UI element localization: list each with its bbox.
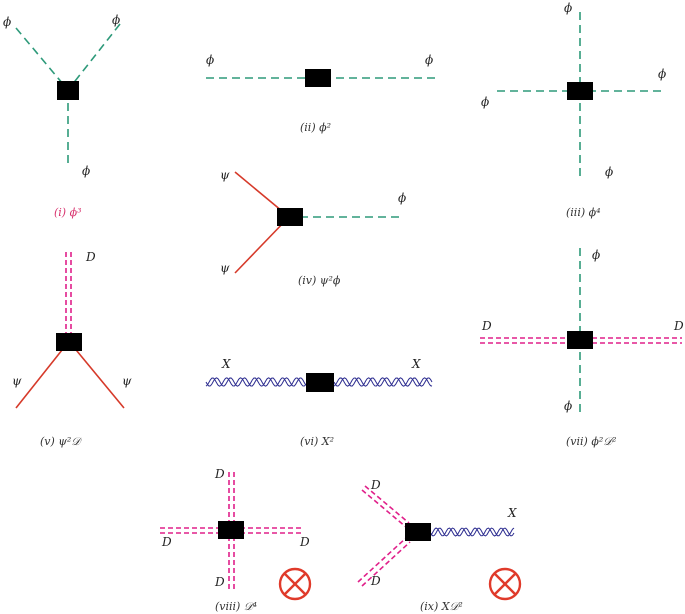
- diagram-iv: ψ ψ ϕ (iv) ψ²ϕ: [220, 168, 406, 287]
- diagram-ix: D D X (ix) X𝒟²: [357, 478, 522, 613]
- forbidden-cross-icon: [278, 567, 312, 601]
- diagram-vii: ϕ D D ϕ (vii) ϕ²𝒟²: [480, 248, 684, 448]
- field-label: ψ: [220, 261, 230, 275]
- wavy-gauge-line: [205, 377, 307, 387]
- double-dashed-line: [65, 252, 72, 333]
- field-label: D: [85, 250, 96, 264]
- field-label: ϕ: [658, 67, 666, 81]
- diagram-caption: (viii) 𝒟⁴: [215, 600, 257, 613]
- field-label: D: [214, 575, 225, 589]
- field-label: D: [161, 535, 172, 549]
- field-label: ϕ: [592, 248, 600, 262]
- diagram-caption: (vi) X²: [300, 435, 334, 448]
- field-label: ϕ: [82, 164, 90, 178]
- diagram-caption: (i) ϕ³: [54, 206, 82, 219]
- forbidden-circle: [278, 567, 312, 601]
- diagram-caption: (iii) ϕ⁴: [566, 206, 601, 219]
- field-label: ϕ: [3, 15, 11, 29]
- field-label: X: [221, 357, 231, 371]
- fermion-line: [15, 344, 125, 409]
- field-label: ϕ: [206, 53, 214, 67]
- field-label: D: [214, 467, 225, 481]
- field-label: ψ: [12, 374, 22, 388]
- diagram-caption: (v) ψ²𝒟: [40, 435, 82, 448]
- diagram-i: ϕ ϕ ϕ (i) ϕ³: [3, 13, 121, 219]
- diagram-v: D ψ ψ (v) ψ²𝒟: [12, 250, 132, 448]
- double-dashed-line: [357, 485, 411, 587]
- vertex-box: [56, 333, 82, 351]
- field-label: D: [299, 535, 310, 549]
- vertex-box: [306, 373, 334, 392]
- diagram-iii: ϕ ϕ ϕ ϕ (iii) ϕ⁴: [481, 1, 666, 219]
- field-label: ψ: [220, 168, 230, 182]
- diagram-caption: (vii) ϕ²𝒟²: [566, 435, 616, 448]
- field-label: ψ: [122, 374, 132, 388]
- field-label: ϕ: [481, 95, 489, 109]
- field-label: ϕ: [425, 53, 433, 67]
- vertex-box: [567, 331, 593, 349]
- diagram-ii: ϕ ϕ (ii) ϕ²: [206, 53, 436, 134]
- field-label: X: [411, 357, 421, 371]
- field-label: D: [481, 319, 492, 333]
- vertex-box: [405, 523, 431, 541]
- diagram-caption: (ix) X𝒟²: [420, 600, 463, 613]
- forbidden-cross-icon: [488, 567, 522, 601]
- forbidden-cross-stroke: [283, 572, 307, 596]
- field-label: ϕ: [564, 1, 572, 15]
- wavy-gauge-line: [429, 527, 515, 537]
- wavy-gauge-line: [333, 377, 433, 387]
- diagram-caption: (ii) ϕ²: [300, 121, 331, 134]
- forbidden-circle: [488, 567, 522, 601]
- diagram-caption: (iv) ψ²ϕ: [298, 274, 341, 287]
- field-label: D: [370, 478, 381, 492]
- field-label: ϕ: [398, 191, 406, 205]
- vertex-box: [305, 69, 331, 87]
- vertex-box: [567, 82, 593, 100]
- field-label: ϕ: [112, 13, 120, 27]
- diagram-vi: X X (vi) X²: [205, 357, 433, 448]
- forbidden-cross-stroke: [493, 572, 517, 596]
- vertex-box: [57, 81, 79, 100]
- field-label: ϕ: [564, 399, 572, 413]
- vertex-box: [277, 208, 303, 226]
- diagram-viii: D D D D (viii) 𝒟⁴: [160, 467, 312, 613]
- field-label: D: [673, 319, 684, 333]
- field-label: X: [507, 506, 517, 520]
- field-label: ϕ: [605, 165, 613, 179]
- vertex-box: [218, 521, 244, 539]
- scalar-line: [15, 23, 121, 168]
- field-label: D: [370, 574, 381, 588]
